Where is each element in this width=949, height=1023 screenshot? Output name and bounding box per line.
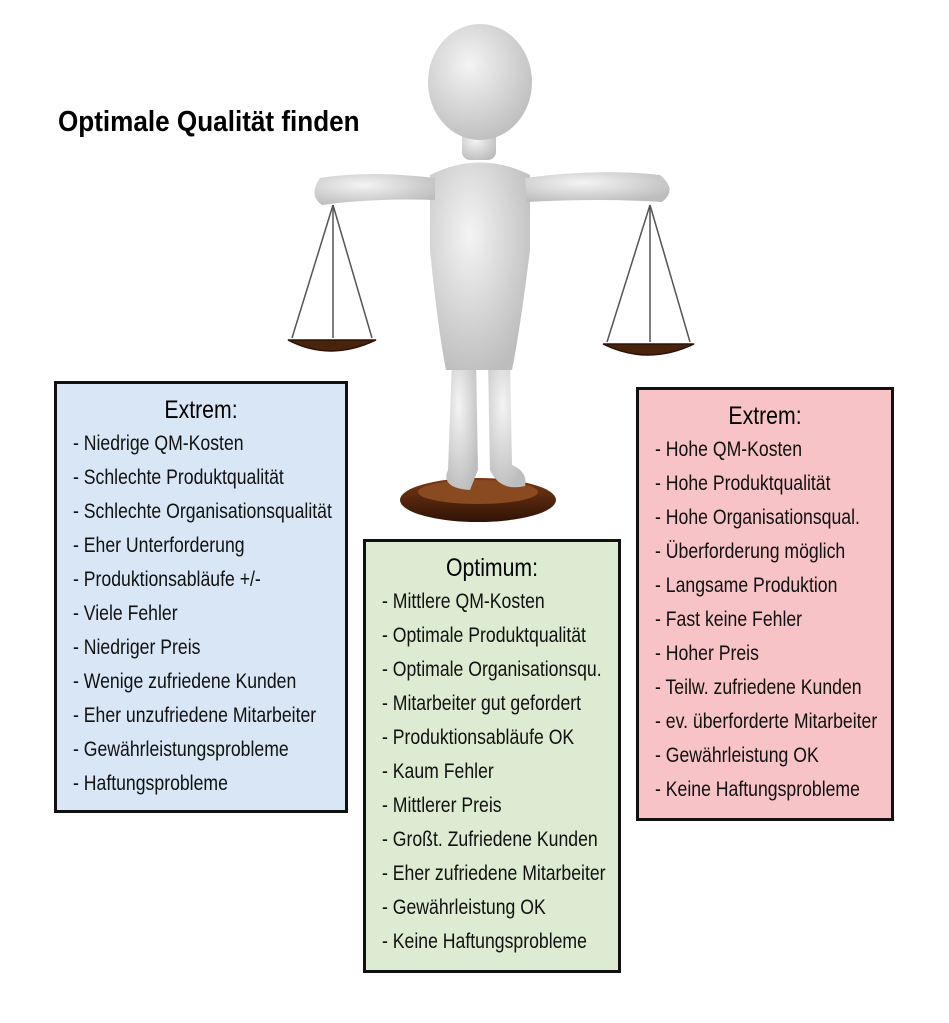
- item-list: - Hohe QM-Kosten - Hohe Produktqualität …: [655, 433, 891, 807]
- list-item: - Mitarbeiter gut gefordert: [382, 692, 582, 715]
- list-item: - Gewährleistung OK: [655, 744, 819, 767]
- list-item: - Eher Unterforderung: [73, 534, 245, 557]
- list-item: - Eher zufriedene Mitarbeiter: [382, 862, 606, 885]
- item-list: - Niedrige QM-Kosten - Schlechte Produkt…: [73, 427, 345, 801]
- list-item: - Niedriger Preis: [73, 636, 201, 659]
- list-item: - Viele Fehler: [73, 602, 178, 625]
- right-scale: [602, 204, 695, 356]
- list-item: - Hoher Preis: [655, 642, 759, 665]
- page-title: Optimale Qualität finden: [58, 106, 360, 138]
- list-item: - Gewährleistungsprobleme: [73, 738, 289, 761]
- list-item: - Teilw. zufriedene Kunden: [655, 676, 862, 699]
- list-item: - Großt. Zufriedene Kunden: [382, 828, 598, 851]
- item-list: - Mittlere QM-Kosten - Optimale Produktq…: [382, 585, 618, 959]
- list-item: - Hohe Produktqualität: [655, 472, 831, 495]
- list-item: - Keine Haftungsprobleme: [655, 778, 860, 801]
- list-item: - Mittlerer Preis: [382, 794, 502, 817]
- list-item: - Gewährleistung OK: [382, 896, 546, 919]
- list-item: - Schlechte Organisationsqualität: [73, 500, 332, 523]
- list-item: - ev. überforderte Mitarbeiter: [655, 710, 878, 733]
- low-quality-extreme-box: Extrem: - Niedrige QM-Kosten - Schlechte…: [54, 381, 348, 813]
- box-heading: Optimum:: [445, 554, 539, 582]
- list-item: - Fast keine Fehler: [655, 608, 803, 631]
- pedestal: [400, 478, 556, 522]
- box-heading: Extrem:: [164, 396, 238, 424]
- list-item: - Schlechte Produktqualität: [73, 466, 284, 489]
- left-scale: [287, 204, 377, 352]
- list-item: - Optimale Organisationsqu.: [382, 658, 602, 681]
- list-item: - Langsame Produktion: [655, 574, 838, 597]
- list-item: - Hohe Organisationsqual.: [655, 506, 860, 529]
- list-item: - Eher unzufriedene Mitarbeiter: [73, 704, 317, 727]
- list-item: - Überforderung möglich: [655, 540, 846, 563]
- list-item: - Optimale Produktqualität: [382, 624, 586, 647]
- figure: [314, 24, 670, 490]
- box-heading: Extrem:: [728, 402, 802, 430]
- list-item: - Hohe QM-Kosten: [655, 438, 803, 461]
- list-item: - Niedrige QM-Kosten: [73, 432, 244, 455]
- list-item: - Wenige zufriedene Kunden: [73, 670, 297, 693]
- list-item: - Keine Haftungsprobleme: [382, 930, 587, 953]
- optimum-box: Optimum: - Mittlere QM-Kosten - Optimale…: [363, 539, 621, 973]
- high-quality-extreme-box: Extrem: - Hohe QM-Kosten - Hohe Produktq…: [636, 387, 894, 821]
- list-item: - Produktionsabläufe OK: [382, 726, 575, 749]
- list-item: - Kaum Fehler: [382, 760, 494, 783]
- list-item: - Mittlere QM-Kosten: [382, 590, 545, 613]
- list-item: - Produktionsabläufe +/-: [73, 568, 261, 591]
- list-item: - Haftungsprobleme: [73, 772, 228, 795]
